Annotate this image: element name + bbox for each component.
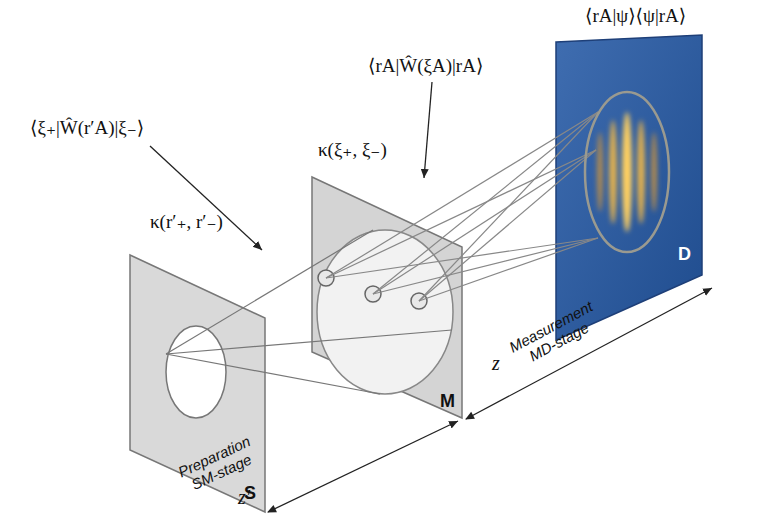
wigner-label: ⟨ξ₊|Ŵ(r′A)|ξ₋⟩ bbox=[30, 118, 144, 139]
distance-label: z bbox=[492, 352, 500, 374]
stage-label: Measurement MD-stage bbox=[499, 294, 612, 375]
wigner-label: ⟨rA|Ŵ(ξA)|rA⟩ bbox=[368, 56, 483, 77]
distance-label: z′ bbox=[238, 486, 250, 508]
plane-letter: M bbox=[440, 392, 455, 410]
plane-letter: D bbox=[678, 245, 691, 263]
intensity-label: ⟨rA|ψ⟩⟨ψ|rA⟩ bbox=[585, 6, 686, 27]
kernel-label: κ(ξ₊, ξ₋) bbox=[318, 140, 387, 161]
kernel-label: κ(r′₊, r′₋) bbox=[150, 212, 223, 233]
